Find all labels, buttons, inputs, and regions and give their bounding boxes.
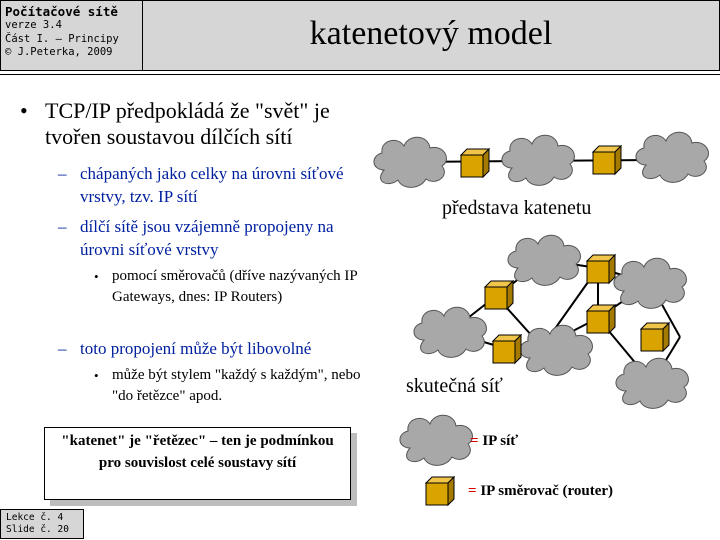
course-version: verze 3.4 — [5, 19, 62, 31]
slide-footer: Lekce č. 4 Slide č. 20 — [0, 509, 84, 539]
header-divider — [0, 74, 720, 75]
legend-cloud-icon — [399, 414, 473, 466]
slide-title-bar: katenetový model — [143, 0, 720, 71]
bullet-sub3-detail: může být stylem "každý s každým", nebo "… — [112, 367, 361, 404]
router-icon — [592, 145, 622, 175]
network-cloud-icon — [501, 134, 575, 186]
router-icon — [640, 322, 670, 352]
course-copyright: © J.Peterka, 2009 — [5, 46, 113, 58]
katenet-note-text: "katenet" je "řetězec" – ten je podmínko… — [61, 433, 334, 471]
bullet-sub2-detail: pomocí směrovačů (dříve nazývaných IP Ga… — [112, 268, 358, 305]
bullet-sub1: chápaných jako celky na úrovni síťové vr… — [80, 164, 344, 206]
bullet-dash: – — [58, 217, 67, 236]
catenet-chain — [373, 131, 709, 188]
caption-real-network: skutečná síť — [406, 375, 503, 397]
network-cloud-icon — [615, 357, 689, 409]
katenet-note-box: "katenet" je "řetězec" – ten je podmínko… — [44, 427, 351, 500]
caption-catenet: představa katenetu — [442, 197, 591, 219]
bullet-dot: • — [20, 98, 28, 123]
network-cloud-icon — [373, 136, 447, 188]
bullet-dash: – — [58, 164, 67, 183]
network-cloud-icon — [635, 131, 709, 183]
bullet-main: TCP/IP předpokládá že "svět" je tvořen s… — [45, 98, 330, 149]
router-icon — [586, 254, 616, 284]
legend-network-label: = IP síť — [470, 433, 518, 449]
slide-title: katenetový model — [309, 15, 553, 52]
router-icon — [492, 334, 522, 364]
bullet-dot-small: • — [94, 368, 99, 383]
network-cloud-icon — [613, 257, 687, 309]
slide-number: Slide č. 20 — [6, 524, 69, 535]
lecture-number: Lekce č. 4 — [6, 512, 64, 523]
bullet-sub2: dílčí sítě jsou vzájemně propojeny na úr… — [80, 217, 334, 259]
course-title: Počítačové sítě — [5, 4, 118, 19]
router-icon — [586, 304, 616, 334]
network-cloud-icon — [519, 324, 593, 376]
course-info-box: Počítačové sítě verze 3.4 Část I. – Prin… — [0, 0, 143, 71]
bullet-dot-small: • — [94, 269, 99, 284]
legend-router-label: = IP směrovač (router) — [468, 483, 613, 499]
network-cloud-icon — [413, 306, 487, 358]
router-icon — [460, 148, 490, 178]
bullet-sub3: toto propojení může být libovolné — [80, 339, 312, 358]
course-part: Část I. – Principy — [5, 32, 119, 45]
network-cloud-icon — [507, 234, 581, 286]
bullet-dash: – — [58, 339, 67, 358]
legend-router-icon — [425, 476, 455, 506]
router-icon — [484, 280, 514, 310]
